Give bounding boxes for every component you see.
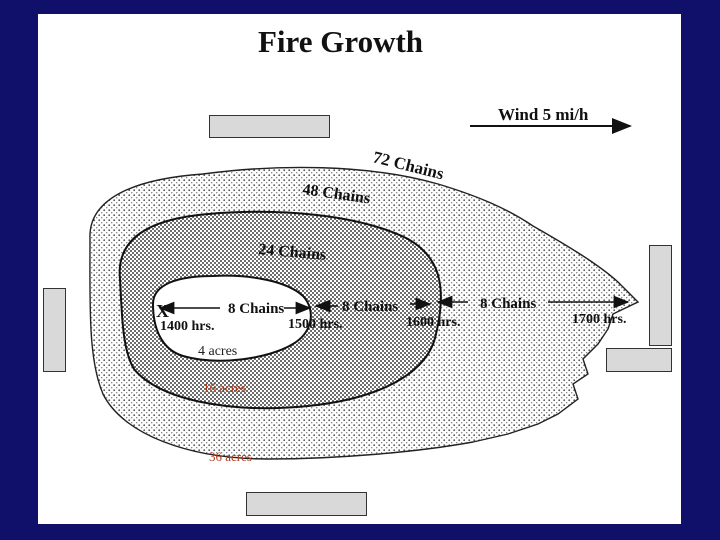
segment-label-2: 8 Chains <box>342 299 398 315</box>
placeholder-box-right-horizontal <box>606 348 672 372</box>
time-label-1700: 1700 hrs. <box>572 312 626 327</box>
segment-label-1: 8 Chains <box>228 301 284 317</box>
segment-label-3: 8 Chains <box>480 296 536 312</box>
time-label-1600: 1600 hrs. <box>406 315 460 330</box>
origin-marker: X <box>156 301 169 321</box>
inner-perimeter <box>151 274 312 362</box>
time-label-1500: 1500 hrs. <box>288 317 342 332</box>
area-label-middle: 16 acres <box>203 380 246 395</box>
fire-growth-diagram: Fire Growth Wind 5 mi/h 72 Chains 48 Cha… <box>89 24 640 464</box>
time-label-1400: 1400 hrs. <box>160 319 214 334</box>
wind-label: Wind 5 mi/h <box>498 105 589 124</box>
placeholder-box-bottom <box>246 492 367 516</box>
placeholder-box-left <box>43 288 66 372</box>
diagram-title: Fire Growth <box>258 24 423 59</box>
area-label-inner: 4 acres <box>198 344 237 359</box>
placeholder-box-top <box>209 115 330 138</box>
area-label-outer: 36 acres <box>209 449 252 464</box>
placeholder-box-right-vertical <box>649 245 672 346</box>
diagram-slide: Fire Growth Wind 5 mi/h 72 Chains 48 Cha… <box>38 14 681 524</box>
inner-chains-label: 24 Chains <box>258 241 327 264</box>
